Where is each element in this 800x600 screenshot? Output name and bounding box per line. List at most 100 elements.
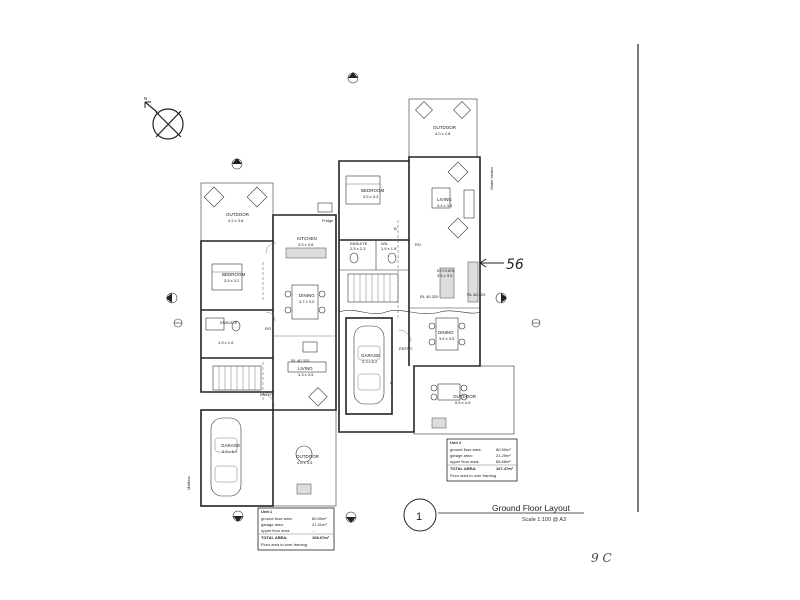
svg-text:3.6 x 3.5: 3.6 x 3.5 — [439, 336, 455, 341]
room-label-outdoor-front: OUTDOOR 4.6 x 3.5 — [296, 454, 320, 465]
entry-label: ENTRY — [260, 392, 274, 397]
section-marker-icon — [231, 158, 243, 170]
svg-text:BEDROOM: BEDROOM — [222, 272, 246, 277]
svg-text:upper floor area:: upper floor area: — [450, 459, 479, 464]
svg-text:ground floor area:: ground floor area: — [261, 516, 293, 521]
svg-text:OUTDOOR: OUTDOOR — [226, 212, 250, 217]
svg-text:21.29m²: 21.29m² — [496, 453, 511, 458]
svg-text:GARAGE: GARAGE — [361, 353, 380, 358]
entry-label: ENTRY — [399, 346, 413, 351]
room-label-living: LIVING 4.3 x 3.5 — [298, 366, 314, 377]
handwritten-annotation: 56 — [479, 257, 524, 273]
unit-2-plan — [338, 98, 515, 435]
robe-label: RO — [415, 242, 421, 247]
svg-text:4.2 x 3.8: 4.2 x 3.8 — [228, 218, 244, 223]
outdoor-front-unit-2 — [413, 365, 515, 435]
svg-text:3.3 x 6.2: 3.3 x 6.2 — [222, 449, 238, 454]
svg-text:4.3 x 3.5: 4.3 x 3.5 — [298, 372, 314, 377]
svg-text:OUTDOOR: OUTDOOR — [453, 394, 477, 399]
water-heater-label: Water heater — [489, 166, 494, 190]
svg-text:DINING: DINING — [438, 330, 454, 335]
svg-text:3.5 x 3.3: 3.5 x 3.3 — [363, 194, 379, 199]
room-label-ensuite: ENSUITE 1.9 x 1.6 — [218, 320, 238, 345]
svg-text:ground floor area:: ground floor area: — [450, 447, 482, 452]
svg-text:6.5 x 4.0: 6.5 x 4.0 — [455, 400, 471, 405]
svg-text:80.50m²: 80.50m² — [496, 447, 511, 452]
stairs-icon — [347, 273, 399, 303]
room-label-garage: GARAGE 3.3 x 6.2 — [221, 443, 240, 454]
stairs-icon — [212, 365, 262, 391]
car-icon — [353, 325, 385, 405]
bin-icon — [296, 483, 312, 495]
level-label: RL 40.320 — [420, 294, 439, 299]
svg-text:WIL: WIL — [381, 241, 389, 246]
outdoor-table-icon — [203, 186, 268, 208]
svg-text:Unit 2: Unit 2 — [450, 440, 462, 445]
room-label-outdoor: OUTDOOR 4.2 x 3.8 — [226, 212, 250, 223]
section-marker-icon — [173, 318, 183, 328]
dining-table-icon — [428, 317, 466, 351]
svg-text:Floor area to over framing: Floor area to over framing — [261, 542, 307, 547]
robe-label: RO — [265, 326, 271, 331]
svg-text:3.3 x 6.2: 3.3 x 6.2 — [362, 359, 378, 364]
room-label-bedroom: BEDROOM 3.5 x 3.2 — [222, 272, 246, 283]
svg-text:DINING: DINING — [299, 293, 315, 298]
svg-text:4.0 x 2.8: 4.0 x 2.8 — [435, 131, 451, 136]
svg-text:GARAGE: GARAGE — [221, 443, 240, 448]
room-label-living: LIVING 4.4 x 3.5 — [437, 197, 453, 208]
svg-text:garage area:: garage area: — [450, 453, 473, 458]
svg-text:3.5 x 3.8: 3.5 x 3.8 — [298, 242, 314, 247]
section-marker-icon — [232, 510, 244, 522]
svg-text:108.07m²: 108.07m² — [312, 535, 330, 540]
svg-text:BEDROOM: BEDROOM — [361, 188, 385, 193]
svg-text:OUTDOOR: OUTDOOR — [296, 454, 320, 459]
svg-text:56: 56 — [506, 257, 524, 273]
outdoor-front-unit-1 — [272, 409, 337, 507]
car-icon — [210, 417, 242, 497]
svg-text:1.9 x 1.6: 1.9 x 1.6 — [218, 340, 234, 345]
svg-text:TOTAL AREA:: TOTAL AREA: — [261, 535, 288, 540]
room-label-outdoor-front: OUTDOOR 6.5 x 4.0 — [453, 394, 477, 405]
svg-text:KITCHEN: KITCHEN — [297, 236, 317, 241]
room-label-ensuite: ENSUITE 2.5 x 2.3 — [350, 241, 368, 251]
fridge-label: Fridge — [322, 218, 334, 223]
svg-text:...: ... — [312, 528, 315, 533]
svg-text:KITCHEN: KITCHEN — [437, 268, 455, 273]
outdoor-table-icon — [430, 383, 468, 401]
svg-text:3.5 x 3.2: 3.5 x 3.2 — [224, 278, 240, 283]
sofa-icon — [463, 189, 475, 219]
svg-text:Floor area to over framing: Floor area to over framing — [450, 473, 496, 478]
drawing-title: Ground Floor Layout — [492, 503, 571, 513]
north-arrow-icon: N — [144, 96, 184, 140]
room-label-outdoor: OUTDOOR 4.0 x 2.8 — [433, 125, 457, 136]
svg-text:N: N — [144, 96, 147, 101]
drawing-number: 1 — [416, 511, 422, 523]
garage-unit-2 — [345, 317, 393, 415]
section-marker-icon — [531, 318, 541, 328]
svg-text:ENSUITE: ENSUITE — [350, 241, 368, 246]
area-table-unit-2: Unit 2 ground floor area: 80.50m² garage… — [446, 438, 518, 482]
svg-text:4.4 x 3.5: 4.4 x 3.5 — [437, 203, 453, 208]
page-mark: 9 C — [591, 551, 612, 565]
ref-label: A — [390, 380, 393, 385]
bed-icon — [211, 263, 243, 291]
room-label-dining: DINING 3.7 x 3.0 — [299, 293, 315, 304]
unit-1-plan — [200, 182, 337, 507]
svg-text:ENSUITE: ENSUITE — [220, 320, 238, 325]
kitchen-bench — [285, 247, 327, 259]
room-label-dining: DINING 3.6 x 3.5 — [438, 330, 455, 341]
vanity-icon — [205, 317, 225, 331]
svg-text:OUTDOOR: OUTDOOR — [433, 125, 457, 130]
svg-text:LIVING: LIVING — [437, 197, 452, 202]
room-label-kitchen: KITCHEN 3.5 x 3.8 — [297, 236, 317, 247]
svg-text:LIVING: LIVING — [298, 366, 313, 371]
svg-text:3.7 x 3.0: 3.7 x 3.0 — [299, 299, 315, 304]
sofa-icon — [287, 361, 327, 373]
room-label-kitchen: KITCHEN 3.5 x 3.0 — [437, 268, 455, 278]
ref-label: B — [394, 226, 397, 231]
svg-text:garage area:: garage area: — [261, 522, 284, 527]
svg-text:21.31m²: 21.31m² — [312, 522, 327, 527]
svg-text:1.9 x 1.8: 1.9 x 1.8 — [381, 246, 397, 251]
kitchen-bench — [439, 267, 455, 299]
